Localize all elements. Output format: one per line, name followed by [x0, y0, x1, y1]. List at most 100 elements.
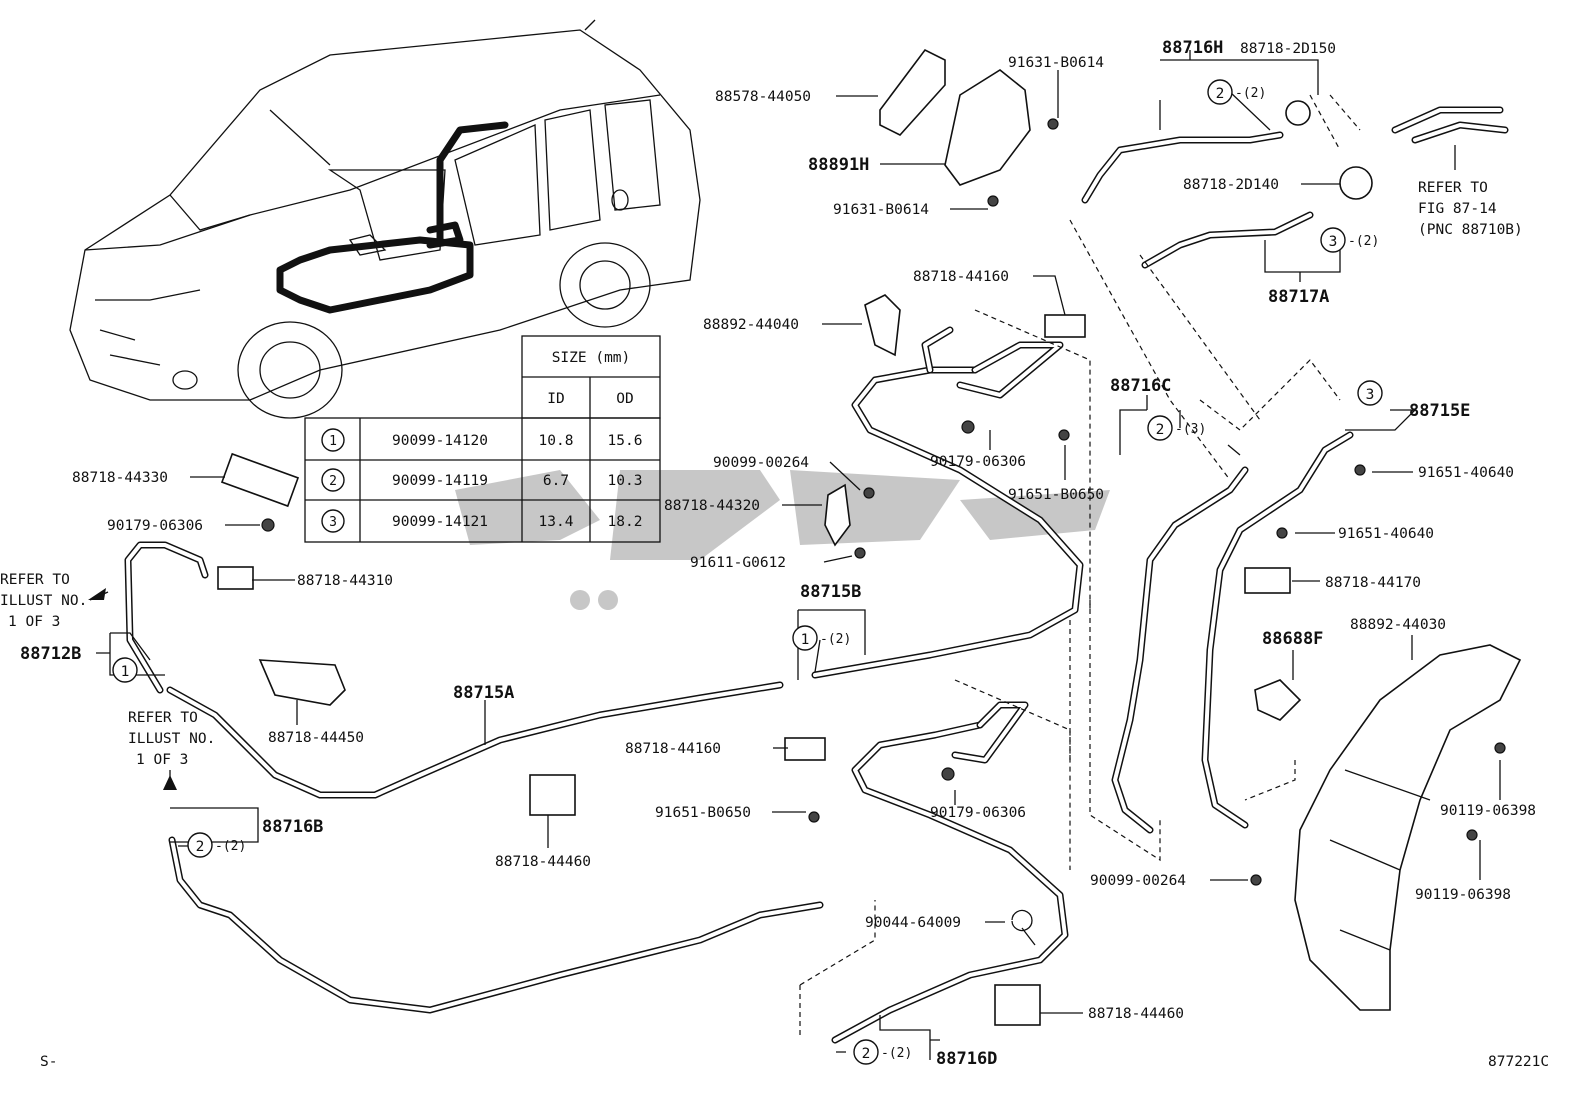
label-88718-2d140: 88718-2D140: [1183, 177, 1279, 193]
refer-notes: REFER TO FIG 87-14 (PNC 88710B) REFER TO…: [0, 180, 1523, 790]
label-90099-00264-a: 90099-00264: [713, 455, 809, 471]
size-table-col-id: ID: [547, 391, 564, 407]
size-row-1-ref: 1: [329, 434, 337, 449]
bracket-88892-44040: [864, 294, 901, 357]
size-row-1-od: 15.6: [608, 433, 643, 449]
refer-mid-line-1: REFER TO: [128, 710, 198, 726]
label-88718-44460-a: 88718-44460: [495, 854, 591, 870]
circle-ref-2-88716b-qty: -(2): [215, 839, 246, 854]
label-91611-g0612: 91611-G0612: [690, 555, 786, 571]
clamp-88718-44460-a: [529, 774, 576, 816]
label-88718-44460-b: 88718-44460: [1088, 1006, 1184, 1022]
size-table: SIZE (mm) ID OD 1 90099-14120 10.8 15.6 …: [304, 335, 661, 543]
grommet-88718-2d150: [1285, 100, 1311, 126]
label-88712b: 88712B: [20, 644, 81, 664]
clamp-88718-44450: [258, 659, 346, 706]
label-88716b: 88716B: [262, 817, 323, 837]
label-90179-06306-b: 90179-06306: [107, 518, 203, 534]
vehicle-illustration: [69, 19, 701, 419]
label-90179-06306-c: 90179-06306: [930, 805, 1026, 821]
label-88891h: 88891H: [808, 155, 869, 175]
circle-ref-1-88712b: 1: [121, 664, 130, 680]
label-88717a: 88717A: [1268, 287, 1329, 307]
bracket-88578-44050: [879, 48, 946, 136]
clamp-88718-44330: [220, 452, 300, 508]
part-labels: 88578-44050 88891H 91631-B0614 91631-B06…: [20, 38, 1536, 1069]
label-88718-44160-a: 88718-44160: [913, 269, 1009, 285]
clamp-88718-44460-b: [994, 984, 1041, 1026]
pipe-lines: [124, 106, 1509, 1044]
clamp-88718-44160-b: [784, 737, 826, 761]
dashed-guides: [799, 94, 1361, 1035]
circle-ref-2-88716c: 2: [1156, 422, 1165, 438]
circle-ref-2-88716d: 2: [862, 1046, 871, 1062]
circle-ref-2-88716d-qty: -(2): [881, 1046, 912, 1061]
label-88715b: 88715B: [800, 582, 861, 602]
component-parts: [217, 48, 1522, 1026]
refer-fig-line-2: FIG 87-14: [1418, 201, 1497, 217]
size-row-2-id: 6.7: [543, 473, 569, 489]
label-88716c: 88716C: [1110, 376, 1171, 396]
label-88718-44320: 88718-44320: [664, 498, 760, 514]
label-91651-b0650-a: 91651-B0650: [1008, 487, 1104, 503]
label-90099-00264-b: 90099-00264: [1090, 873, 1186, 889]
pipe-88717a: [1141, 211, 1314, 269]
circle-ref-3-top: 3: [1329, 234, 1338, 250]
label-90119-06398-a: 90119-06398: [1440, 803, 1536, 819]
label-91631-b0614-b: 91631-B0614: [833, 202, 929, 218]
figure-code: 877221C: [1488, 1054, 1549, 1070]
circle-ref-2-88716b: 2: [196, 839, 205, 855]
label-88718-44330: 88718-44330: [72, 470, 168, 486]
bracket-88718-44320: [824, 483, 851, 547]
label-88715e: 88715E: [1409, 401, 1470, 421]
leader-lines: [89, 50, 1501, 1060]
grommet-88718-2d140: [1339, 166, 1373, 200]
refer-fig-line-3: (PNC 88710B): [1418, 222, 1523, 238]
refer-left-line-3: 1 OF 3: [8, 614, 60, 630]
circle-ref-2-top: 2: [1216, 86, 1225, 102]
size-row-2-od: 10.3: [608, 473, 643, 489]
circle-ref-1-88715b: 1: [801, 632, 810, 648]
label-88718-44170: 88718-44170: [1325, 575, 1421, 591]
label-88716h: 88716H: [1162, 38, 1223, 58]
refer-mid-line-3: 1 OF 3: [136, 752, 188, 768]
label-88718-2d150: 88718-2D150: [1240, 41, 1336, 57]
label-88718-44160-b: 88718-44160: [625, 741, 721, 757]
bracket-88688f: [1254, 679, 1302, 721]
label-88718-44310: 88718-44310: [297, 573, 393, 589]
label-88715a: 88715A: [453, 683, 514, 703]
circle-ref-1-88715b-qty: -(2): [820, 632, 851, 647]
label-88578-44050: 88578-44050: [715, 89, 811, 105]
circle-ref-3-top-qty: -(2): [1348, 234, 1379, 249]
label-91651-b0650-b: 91651-B0650: [655, 805, 751, 821]
label-90179-06306-a: 90179-06306: [930, 454, 1026, 470]
circle-ref-2-top-qty: -(2): [1235, 86, 1266, 101]
label-88716d: 88716D: [936, 1049, 997, 1069]
clamp-88718-44310: [217, 566, 254, 590]
size-row-3-id: 13.4: [539, 514, 574, 530]
bracket-88891h: [944, 69, 1031, 186]
arrow-up-icon: [163, 775, 177, 790]
size-row-1-part: 90099-14120: [392, 433, 488, 449]
refer-left-line-1: REFER TO: [0, 572, 70, 588]
label-88718-44450: 88718-44450: [268, 730, 364, 746]
refer-mid-line-2: ILLUST NO.: [128, 731, 215, 747]
size-table-header: SIZE (mm): [552, 350, 631, 366]
size-row-2-part: 90099-14119: [392, 473, 488, 489]
clamp-88718-44160-a: [1044, 314, 1086, 338]
size-row-3-od: 18.2: [608, 514, 643, 530]
size-row-3-part: 90099-14121: [392, 514, 488, 530]
refer-fig-line-1: REFER TO: [1418, 180, 1488, 196]
label-91651-40640-b: 91651-40640: [1338, 526, 1434, 542]
label-91651-40640-a: 91651-40640: [1418, 465, 1514, 481]
refer-left-line-2: ILLUST NO.: [0, 593, 87, 609]
circle-ref-3-88715e: 3: [1366, 387, 1375, 403]
size-row-3-ref: 3: [329, 515, 337, 530]
clamp-88718-44170: [1244, 567, 1291, 594]
hose-88712b: [124, 541, 209, 694]
arrow-icon: [88, 588, 106, 600]
label-88688f: 88688F: [1262, 629, 1323, 649]
bracket-88892-44030: [1294, 644, 1522, 1011]
circle-ref-2-88716c-qty: -(3): [1175, 422, 1206, 437]
